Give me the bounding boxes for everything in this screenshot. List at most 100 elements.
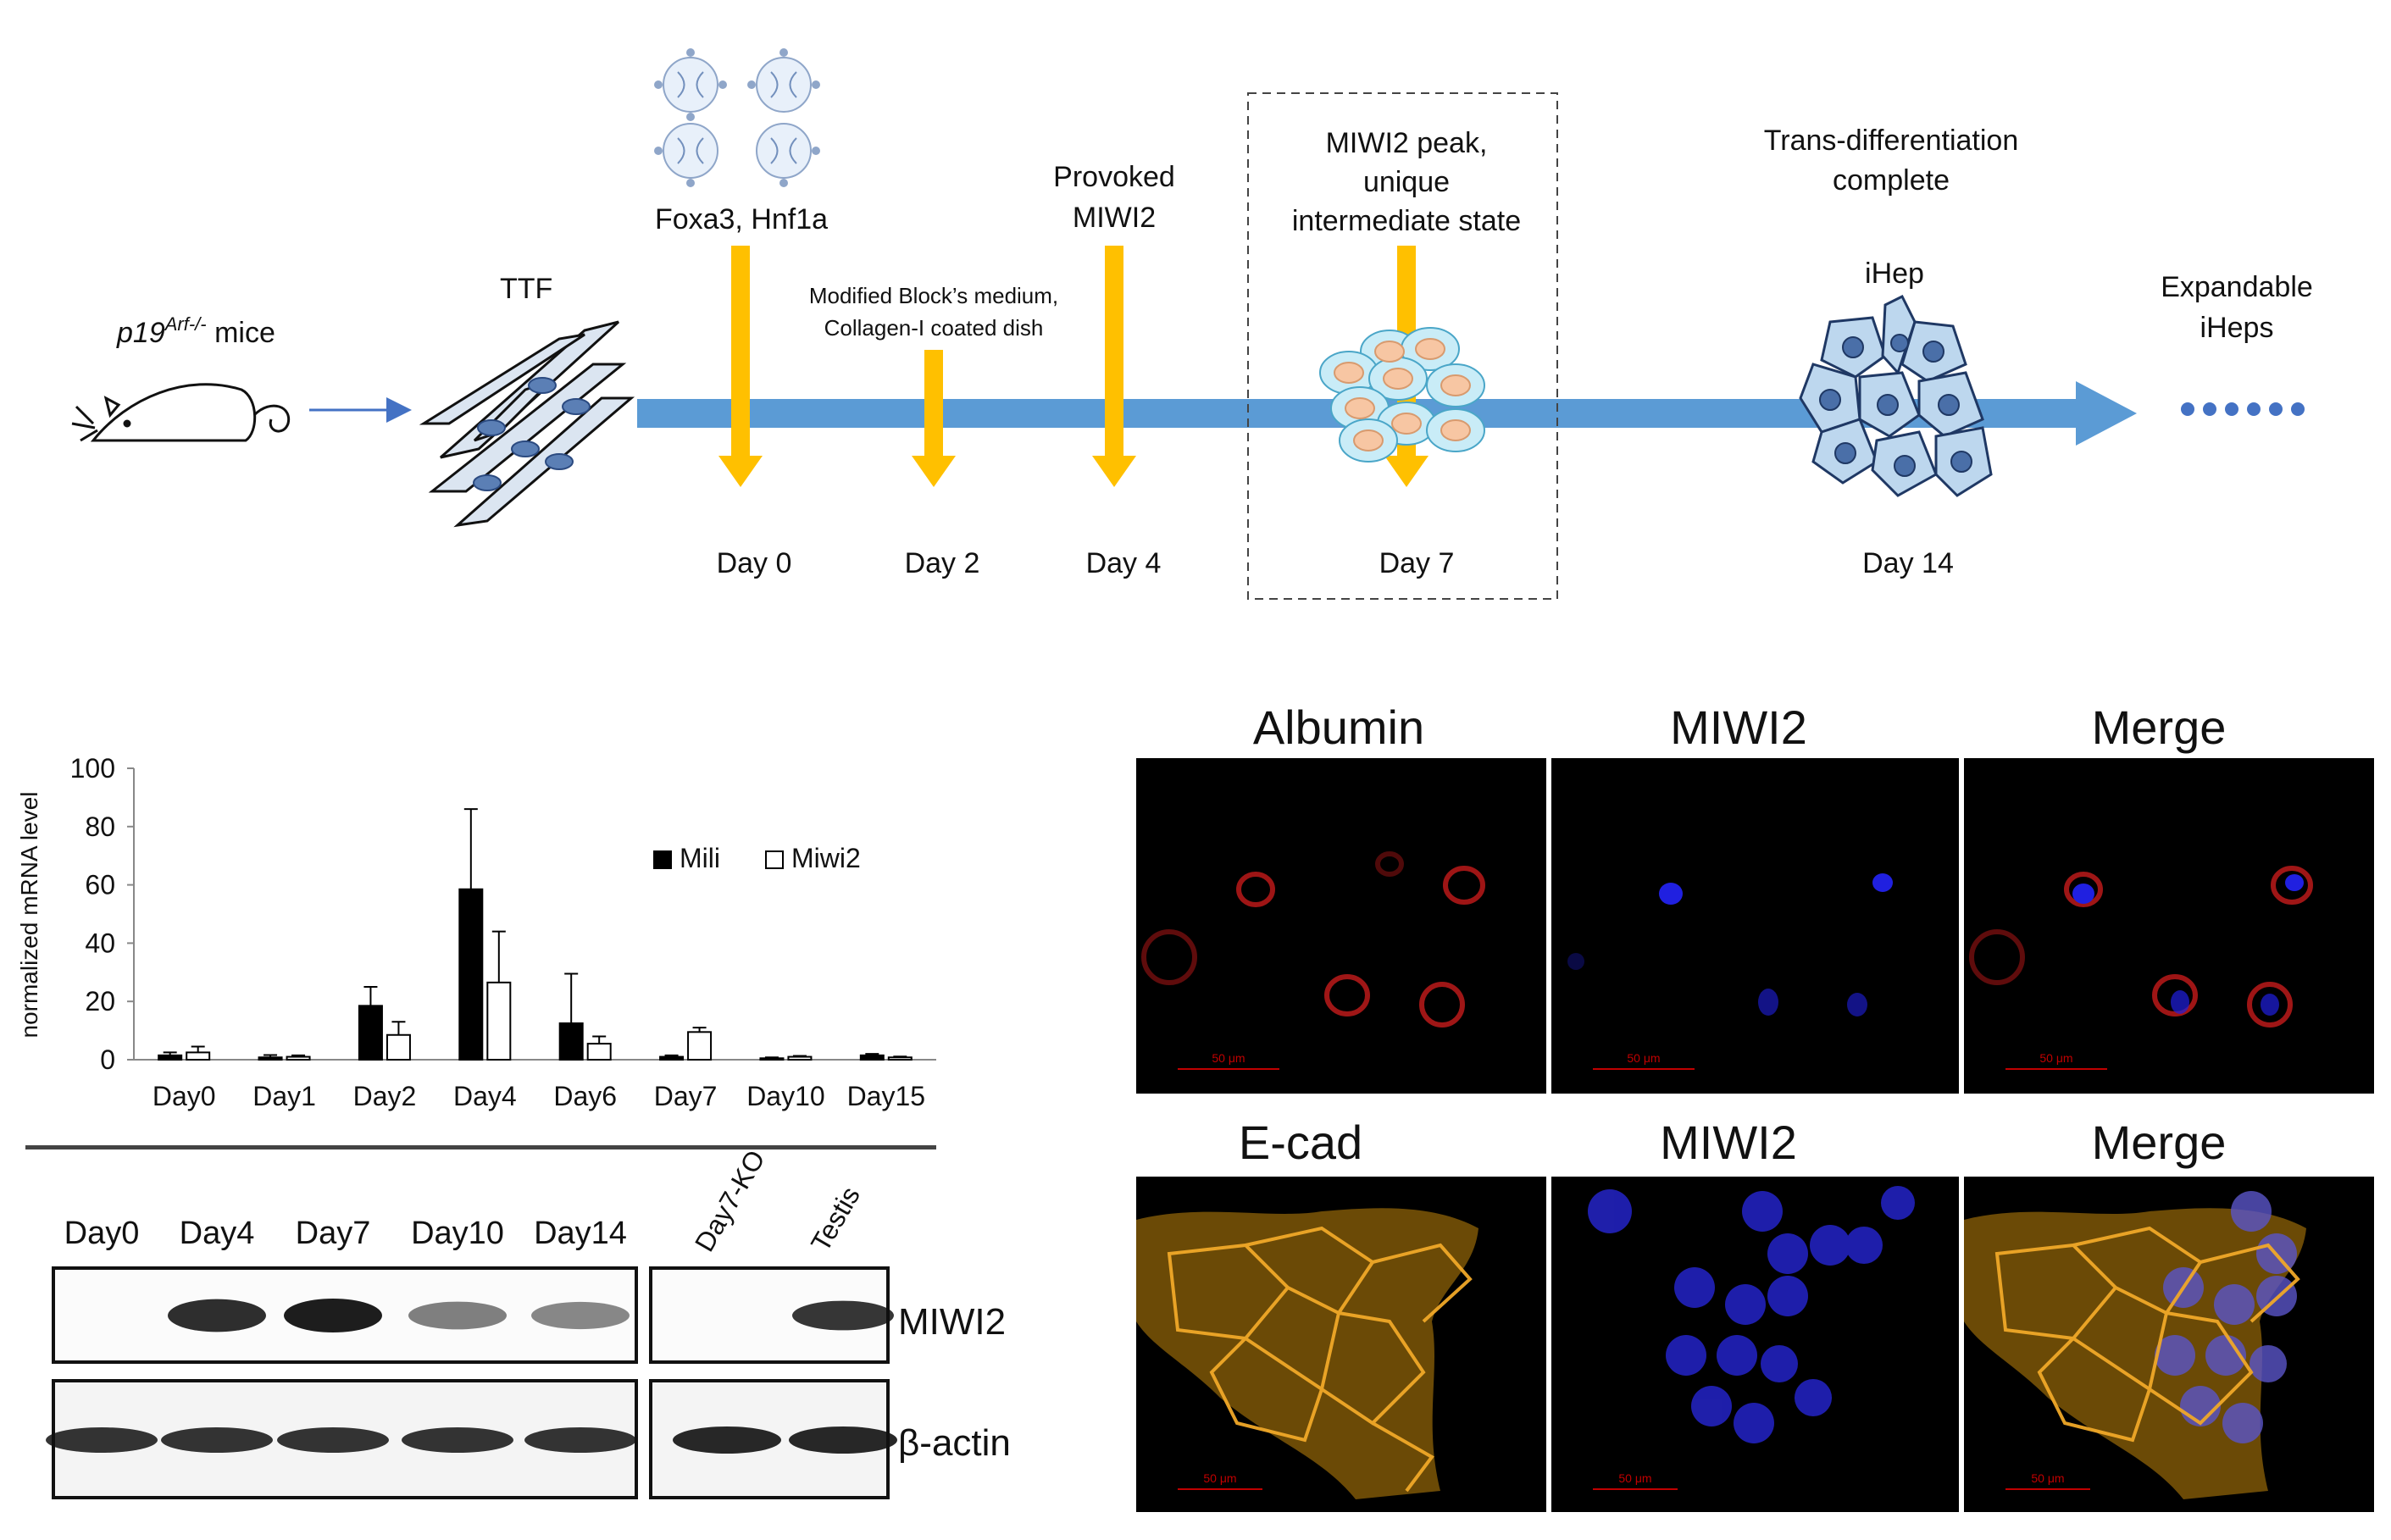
chart-bar-miwi2	[186, 1051, 211, 1061]
chart-x-tick-label: Day15	[847, 1081, 926, 1111]
chart-y-tick-label: 20	[85, 986, 115, 1017]
ihep-label: iHep	[1865, 258, 1924, 290]
day-label: Day 14	[1862, 547, 1954, 579]
wb-lane-label: Day4	[180, 1216, 255, 1251]
expand-label-line1: Expandable	[2161, 271, 2313, 303]
wb-miwi2-band	[792, 1300, 894, 1331]
micro-miwi2-image: 50 μm	[1551, 758, 1959, 1094]
svg-text:50 μm: 50 μm	[1618, 1471, 1651, 1485]
chart-x-tick-label: Day4	[453, 1081, 517, 1111]
wb-miwi2-band	[408, 1301, 507, 1330]
day-label: Day 7	[1379, 547, 1455, 579]
wb-miwi2-panel-left	[52, 1266, 638, 1364]
svg-text:50 μm: 50 μm	[1203, 1471, 1236, 1485]
wb-lane-label-rotated: Day7-KO	[689, 1145, 771, 1257]
chart-legend-label: Mili	[680, 843, 720, 873]
chart-bar-miwi2	[386, 1033, 411, 1061]
chart-bar-miwi2	[486, 981, 512, 1061]
micro-title-ecad: E-cad	[1239, 1116, 1362, 1169]
factors-label: Foxa3, Hnf1a	[655, 203, 828, 235]
marker-day0	[718, 246, 763, 487]
chart-x-tick-label: Day1	[252, 1081, 316, 1111]
ttf-label: TTF	[500, 273, 552, 305]
chart-bar-miwi2	[787, 1055, 813, 1061]
chart-ylabel: normalized mRNA level	[16, 792, 42, 1039]
wb-lane-label: Day0	[64, 1216, 140, 1251]
intermediate-cells-icon	[1319, 327, 1485, 463]
provoked-label-line2: MIWI2	[1073, 202, 1156, 234]
wb-actin-band	[277, 1427, 389, 1453]
chart-bar-mili	[258, 1056, 283, 1061]
micro-title-miwi2-row2: MIWI2	[1660, 1116, 1797, 1169]
wb-lane-labels-left: Day0 Day4 Day7 Day10 Day14	[64, 1216, 627, 1251]
chart-x-tick-label: Day0	[153, 1081, 216, 1111]
chart-x-tick-label: Day6	[553, 1081, 617, 1111]
microscopy-panels: Albumin MIWI2 Merge 50 μm	[1136, 701, 2374, 1512]
chart-legend-label: Miwi2	[791, 843, 861, 873]
chart-y-tick-label: 40	[85, 928, 115, 958]
peak-label-line3: intermediate state	[1292, 205, 1521, 237]
micro-title-merge: Merge	[2092, 701, 2227, 754]
wb-lane-label-rotated: Testis	[805, 1182, 866, 1257]
western-blot: Day0 Day4 Day7 Day10 Day14 Day7-KO Testis MIW…	[46, 1145, 1011, 1499]
wb-lane-labels-right: Day7-KO Testis	[689, 1145, 866, 1257]
wb-bands	[46, 1299, 897, 1454]
chart-bar-mili	[158, 1054, 183, 1061]
wb-actin-band	[673, 1426, 781, 1454]
chart-legend-swatch	[653, 850, 672, 869]
chart-y-tick-label: 80	[85, 812, 115, 842]
complete-label-line1: Trans-differentiation	[1764, 125, 2019, 157]
wb-miwi2-band	[531, 1301, 630, 1330]
medium-label-line2: Collagen-I coated dish	[824, 315, 1044, 341]
micro-ecad-image: 50 μm	[1136, 1177, 1546, 1512]
chart-bar-miwi2	[586, 1043, 612, 1061]
micro-merge-image: 50 μm	[1964, 758, 2374, 1094]
wb-miwi2-band	[284, 1299, 382, 1332]
ihep-cluster-icon	[1799, 294, 1993, 497]
marker-day2	[912, 350, 956, 487]
fibroblast-cluster-icon	[419, 320, 635, 528]
wb-miwi2-band	[168, 1299, 266, 1332]
chart-bar-mili	[859, 1054, 885, 1061]
chart-y-tick-label: 60	[85, 870, 115, 900]
mouse-label: p19Arf-/- mice	[116, 313, 275, 349]
mouse-icon	[71, 383, 291, 442]
wb-actin-band	[402, 1427, 513, 1453]
micro-albumin-image: 50 μm	[1136, 758, 1546, 1094]
expand-label-line2: iHeps	[2200, 312, 2274, 344]
medium-label-line1: Modified Block’s medium,	[809, 283, 1058, 308]
wb-lane-label: Day14	[534, 1216, 627, 1251]
svg-text:50 μm: 50 μm	[2031, 1471, 2064, 1485]
wb-lane-label: Day10	[411, 1216, 504, 1251]
wb-actin-band	[789, 1426, 897, 1454]
wb-actin-label: β-actin	[898, 1422, 1011, 1464]
chart-x-tick-label: Day2	[353, 1081, 417, 1111]
micro-miwi2-row2-image: 50 μm	[1551, 1177, 1959, 1512]
chart-bar-miwi2	[887, 1056, 913, 1061]
chart-bar-mili	[358, 1005, 383, 1061]
day-label: Day 4	[1086, 547, 1162, 579]
ellipsis-dots	[2181, 402, 2305, 416]
micro-merge-row2-image: 50 μm	[1964, 1177, 2374, 1512]
chart-x-tick-label: Day10	[746, 1081, 825, 1111]
chart-bar-mili	[558, 1022, 584, 1061]
svg-text:50 μm: 50 μm	[1627, 1051, 1660, 1065]
wb-actin-band	[161, 1427, 273, 1453]
marker-day4	[1092, 246, 1136, 487]
wb-actin-band	[46, 1427, 158, 1453]
provoked-label-line1: Provoked	[1053, 161, 1175, 193]
peak-label-line2: unique	[1363, 166, 1450, 198]
wb-lane-label: Day7	[296, 1216, 371, 1251]
complete-label-line2: complete	[1833, 164, 1950, 197]
section-divider	[25, 1145, 936, 1149]
chart-legend: Mili Miwi2	[653, 843, 861, 873]
virus-icon-group	[654, 48, 820, 187]
wb-miwi2-label: MIWI2	[898, 1301, 1006, 1343]
chart-bar-mili	[659, 1055, 685, 1061]
chart-bar-miwi2	[687, 1031, 713, 1061]
chart-y-tick-label: 0	[100, 1044, 115, 1075]
chart-bar-mili	[458, 888, 484, 1061]
timeline: p19Arf-/- mice TTF	[71, 48, 2313, 600]
